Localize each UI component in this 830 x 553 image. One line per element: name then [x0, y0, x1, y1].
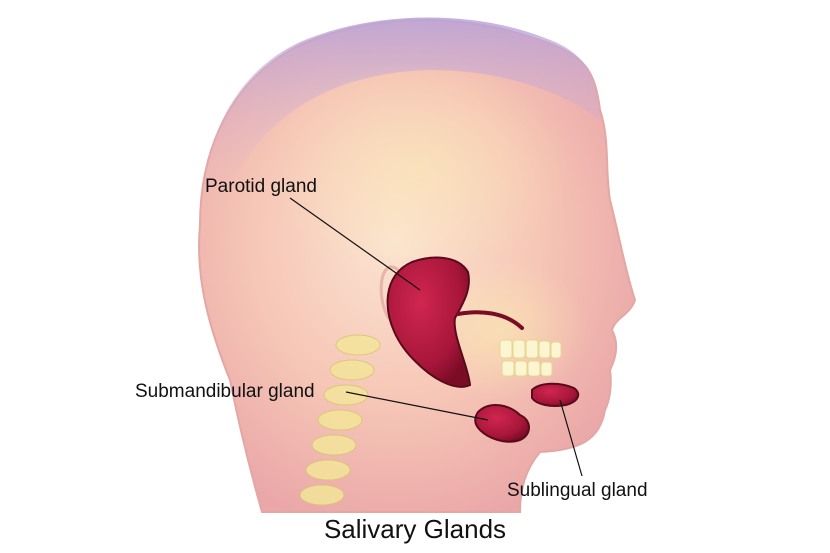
sublingual-gland-label: Sublingual gland	[507, 480, 648, 501]
parotid-gland-label: Parotid gland	[205, 176, 317, 197]
submandibular-gland	[474, 404, 530, 443]
sublingual-gland	[531, 382, 580, 408]
cervical-spine	[299, 334, 381, 506]
submandibular-gland-label: Submandibular gland	[135, 381, 315, 402]
sublingual-leader-line	[559, 399, 583, 477]
hair-region	[205, 17, 600, 200]
figure-title: Salivary Glands	[323, 514, 507, 544]
submandibular-leader-line	[345, 391, 489, 421]
parotid-leader-line	[289, 197, 421, 291]
teeth	[499, 339, 562, 377]
skull-glow	[270, 60, 570, 280]
parotid-gland	[386, 256, 472, 388]
parotid-duct	[456, 310, 524, 330]
